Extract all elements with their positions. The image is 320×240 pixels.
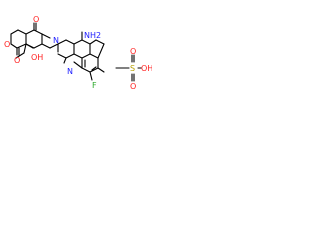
sulfonyl-oxygen-bottom-label: O — [130, 82, 136, 91]
hydroxyl-label: OH — [31, 53, 43, 62]
exatecan-bonds — [10, 22, 105, 81]
exatecan-labels: NH2 N N F O O O OH — [4, 15, 101, 90]
sulfur-label: S — [130, 64, 135, 73]
sulfonic-hydroxyl-label: OH — [141, 64, 152, 73]
methanesulfonic-acid-bonds — [115, 54, 142, 82]
lactone-oxygen-label: O — [4, 40, 10, 49]
pyridine-nitrogen-label: N — [67, 67, 73, 76]
sulfonyl-oxygen-top-label: O — [130, 47, 136, 56]
amine-label: NH2 — [84, 31, 101, 40]
methanesulfonic-acid-labels: S O O OH — [130, 47, 152, 91]
ring-nitrogen-label: N — [53, 36, 59, 45]
ketone-oxygen-label: O — [33, 15, 39, 24]
structure-diagram: NH2 N N F O O O OH S O O OH — [0, 0, 152, 152]
molecule-drawing: NH2 N N F O O O OH S O O OH — [4, 15, 152, 91]
fluorine-label: F — [92, 81, 97, 90]
lactone-carbonyl-oxygen-label: O — [14, 56, 20, 65]
